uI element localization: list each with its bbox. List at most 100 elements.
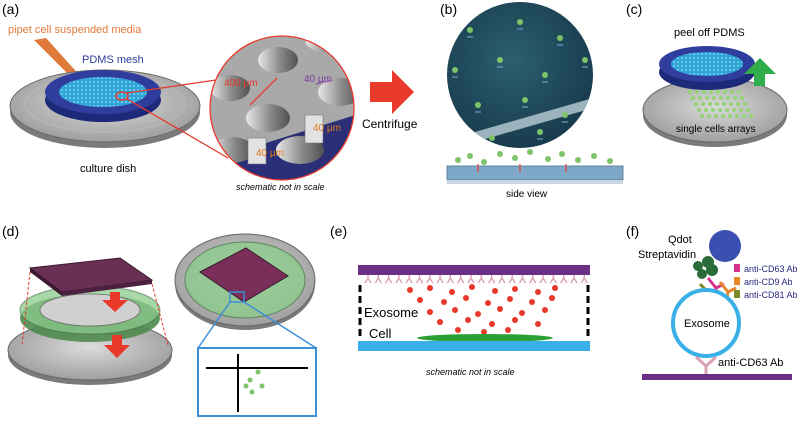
side-cell bbox=[527, 149, 533, 155]
exosome bbox=[492, 288, 498, 294]
array-cell bbox=[707, 101, 713, 107]
exosome bbox=[465, 317, 471, 323]
array-cell bbox=[745, 107, 751, 113]
capture-antibody bbox=[549, 275, 558, 284]
array-cell bbox=[714, 101, 720, 107]
panel-c-letter: (c) bbox=[626, 1, 642, 17]
array-label: single cells arrays bbox=[676, 124, 755, 135]
closeup-cell bbox=[489, 135, 495, 141]
exosome bbox=[441, 299, 447, 305]
culture-dish-c bbox=[642, 77, 788, 147]
assembled-dish bbox=[174, 233, 316, 330]
panel-b-letter: (b) bbox=[440, 1, 457, 17]
inset-cell bbox=[247, 377, 253, 383]
array-cell bbox=[700, 101, 706, 107]
side-view-cells bbox=[455, 149, 613, 172]
exosome bbox=[437, 319, 443, 325]
array-cell bbox=[699, 113, 705, 119]
side-cell bbox=[467, 153, 473, 159]
cell-layer bbox=[417, 334, 553, 342]
array-cell bbox=[735, 101, 741, 107]
array-cell bbox=[734, 113, 740, 119]
bottom-substrate bbox=[358, 341, 590, 351]
centrifuge-label: Centrifuge bbox=[362, 117, 418, 131]
exosome bbox=[512, 286, 518, 292]
dim-diameter: 400 μm bbox=[224, 78, 258, 89]
legend-cd63: anti-CD63 Ab bbox=[744, 264, 798, 274]
closeup-cell bbox=[542, 72, 548, 78]
array-cell bbox=[739, 95, 745, 101]
exosome bbox=[449, 289, 455, 295]
array-cell bbox=[721, 101, 727, 107]
gap-marker bbox=[315, 79, 333, 85]
closeup-cell bbox=[557, 35, 563, 41]
capture-antibody bbox=[477, 275, 485, 284]
inset-cell bbox=[259, 383, 265, 389]
array-cell bbox=[703, 107, 709, 113]
array-cell bbox=[720, 113, 726, 119]
array-cell bbox=[696, 107, 702, 113]
capture-antibody bbox=[415, 275, 424, 284]
closeup-cell bbox=[562, 112, 568, 118]
array-cell bbox=[687, 89, 693, 95]
array-cell bbox=[715, 89, 721, 95]
panel-e-note: schematic not in scale bbox=[426, 367, 515, 377]
exosome bbox=[427, 309, 433, 315]
exosome bbox=[489, 321, 495, 327]
array-cell bbox=[741, 113, 747, 119]
legend-cd9: anti-CD9 Ab bbox=[744, 277, 793, 287]
capture-antibodies bbox=[364, 275, 588, 284]
exosome bbox=[469, 284, 475, 290]
exosome bbox=[519, 310, 525, 316]
pipet-tip bbox=[34, 38, 82, 82]
array-cell bbox=[728, 101, 734, 107]
exosome bbox=[535, 289, 541, 295]
inset-cell bbox=[243, 383, 249, 389]
capture-antibody bbox=[457, 275, 465, 284]
peel-label: peel off PDMS bbox=[674, 27, 745, 39]
array-cell bbox=[708, 89, 714, 95]
exosome-label-f: Exosome bbox=[684, 318, 730, 330]
capture-antibody bbox=[580, 275, 588, 284]
capture-antibody bbox=[436, 275, 444, 284]
exosome bbox=[497, 306, 503, 312]
closeup-cell bbox=[497, 57, 503, 63]
exosome bbox=[427, 285, 433, 291]
side-cell bbox=[607, 158, 613, 164]
array-cell bbox=[732, 95, 738, 101]
dim-gap: 40 μm bbox=[304, 74, 332, 85]
closeup-cell bbox=[467, 27, 473, 33]
dim-height-2: 40 μm bbox=[256, 148, 284, 159]
side-cell bbox=[559, 151, 565, 157]
exploded-assembly bbox=[7, 257, 173, 385]
peel-arrow bbox=[744, 58, 776, 86]
array-cell bbox=[736, 89, 742, 95]
side-cell bbox=[455, 157, 461, 163]
exosome bbox=[542, 307, 548, 313]
closeup-cell bbox=[537, 129, 543, 135]
bottom-surface-f bbox=[642, 374, 792, 380]
pdms-ring-c bbox=[659, 46, 755, 90]
capture-antibody bbox=[487, 275, 496, 284]
array-cell bbox=[706, 113, 712, 119]
capture-antibody bbox=[426, 275, 434, 284]
exosome bbox=[407, 287, 413, 293]
array-cell bbox=[725, 95, 731, 101]
pipet-label: pipet cell suspended media bbox=[8, 24, 142, 36]
exosome bbox=[549, 295, 555, 301]
panel-a-note: schematic not in scale bbox=[236, 182, 325, 192]
top-substrate bbox=[358, 265, 590, 275]
exosome-f bbox=[671, 288, 741, 358]
streptavidin bbox=[693, 256, 718, 279]
array-cell bbox=[717, 107, 723, 113]
capture-antibody bbox=[405, 275, 413, 284]
capture-antibody bbox=[364, 275, 372, 284]
exosome bbox=[475, 311, 481, 317]
panel-d-letter: (d) bbox=[2, 223, 19, 239]
exosome bbox=[535, 321, 541, 327]
array-cell bbox=[731, 107, 737, 113]
capture-antibody bbox=[570, 275, 578, 284]
panel-b-closeup bbox=[447, 2, 593, 148]
side-view bbox=[446, 149, 624, 184]
